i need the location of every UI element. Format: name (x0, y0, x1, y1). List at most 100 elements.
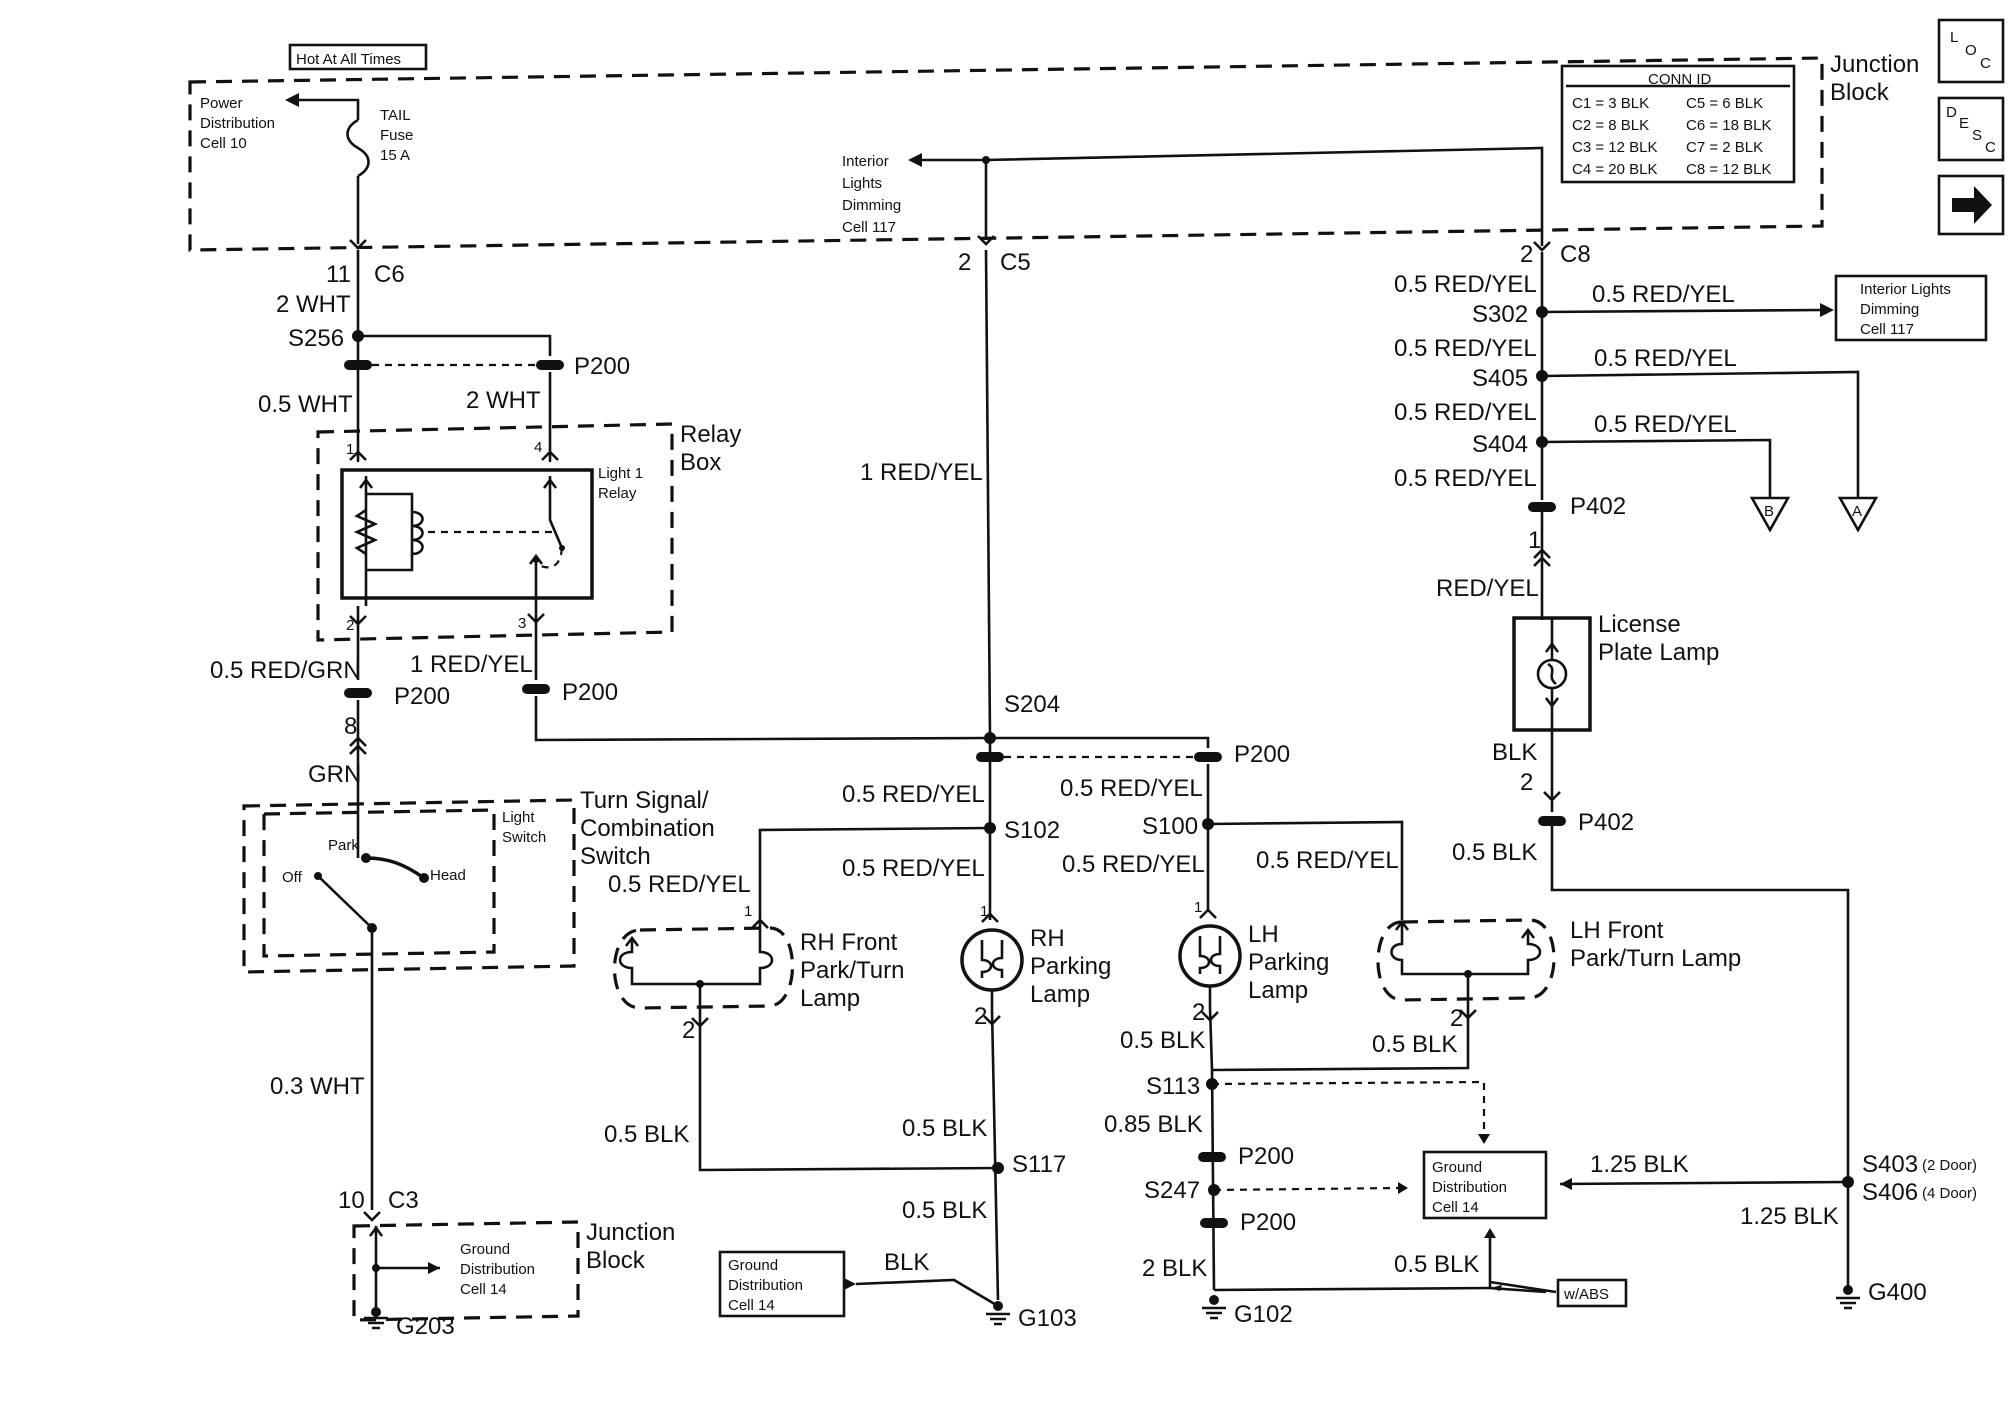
offpage-connector-b[interactable]: B (1749, 496, 1791, 533)
loc-button[interactable]: L O C (1937, 18, 2005, 84)
conn-id-table: CONN ID C1 = 3 BLK C5 = 6 BLK C2 = 8 BLK… (1560, 64, 1796, 184)
splice-label: S256 (288, 325, 344, 352)
interior-dimming-ref-left[interactable]: Interior Lights Dimming Cell 117 (842, 153, 922, 236)
connector-p402 (1528, 502, 1556, 512)
wire-label: 2 WHT (466, 387, 541, 414)
pin-label: 2 (346, 617, 354, 634)
svg-text:Head: Head (430, 867, 466, 884)
wire-label: 0.85 BLK (1104, 1111, 1203, 1138)
svg-text:Interior Lights: Interior Lights (1860, 281, 1951, 298)
svg-text:RH: RH (1030, 925, 1065, 952)
connector-label: P200 (1234, 741, 1290, 768)
svg-text:Park/Turn: Park/Turn (800, 957, 904, 984)
wire-label: 0.5 RED/YEL (1394, 271, 1537, 298)
svg-text:Distribution: Distribution (1432, 1179, 1507, 1196)
svg-text:Lights: Lights (842, 175, 882, 192)
svg-text:License: License (1598, 611, 1681, 638)
wire-label: 0.5 RED/YEL (1062, 851, 1205, 878)
svg-text:C6 = 18 BLK: C6 = 18 BLK (1686, 117, 1771, 134)
svg-text:Cell 14: Cell 14 (728, 1297, 775, 1314)
wire-label: 0.5 RED/YEL (842, 781, 985, 808)
splice-label: S404 (1472, 431, 1528, 458)
offpage-connector-a[interactable]: A (1837, 496, 1879, 533)
turn-switch-label: Switch (580, 843, 651, 870)
wire-label: 0.5 RED/YEL (1256, 847, 1399, 874)
svg-text:C2 = 8 BLK: C2 = 8 BLK (1572, 117, 1649, 134)
splice-label: S100 (1142, 813, 1198, 840)
ground-g102 (1202, 1295, 1226, 1320)
desc-letter: D (1946, 104, 1957, 121)
ground-distribution-ref-center[interactable]: Ground Distribution Cell 14 (1422, 1150, 1548, 1220)
svg-text:C1 = 3 BLK: C1 = 3 BLK (1572, 95, 1649, 112)
svg-text:Lamp: Lamp (1030, 981, 1090, 1008)
svg-text:Lamp: Lamp (800, 985, 860, 1012)
pin-label: 4 (534, 439, 542, 456)
svg-text:Off: Off (282, 869, 303, 886)
turn-switch-label: Turn Signal/ (580, 787, 709, 814)
connector-p200 (344, 688, 372, 698)
svg-text:Distribution: Distribution (460, 1261, 535, 1278)
power-distribution-ref[interactable]: Power Distribution Cell 10 (200, 93, 300, 152)
desc-button[interactable]: D E S C (1937, 96, 2005, 162)
svg-text:CONN ID: CONN ID (1648, 71, 1712, 88)
svg-text:A: A (1852, 503, 1862, 520)
light-switch-outline (262, 808, 496, 958)
svg-text:Parking: Parking (1030, 953, 1111, 980)
wire-label: 0.5 RED/YEL (842, 855, 985, 882)
svg-text:Ground: Ground (460, 1241, 510, 1258)
relay-box-outline (316, 422, 674, 642)
svg-text:Park/Turn Lamp: Park/Turn Lamp (1570, 945, 1741, 972)
svg-text:w/ABS: w/ABS (1563, 1286, 1609, 1303)
wire-label: 0.5 BLK (902, 1197, 987, 1224)
svg-text:Plate Lamp: Plate Lamp (1598, 639, 1719, 666)
wire-label: 0.5 RED/GRN (210, 657, 361, 684)
c6-label: C6 (374, 261, 405, 288)
connector-label: P200 (394, 683, 450, 710)
svg-text:Cell 14: Cell 14 (1432, 1199, 1479, 1216)
connector-label: P200 (562, 679, 618, 706)
splice-s403-s406 (1842, 1176, 1854, 1188)
wire-label: RED/YEL (1436, 575, 1539, 602)
next-arrow-button[interactable] (1937, 174, 2005, 236)
connector-p200 (1194, 752, 1222, 762)
tail-fuse (346, 118, 370, 178)
with-abs-note: w/ABS (1556, 1278, 1628, 1308)
ground-g203 (364, 1307, 388, 1330)
pin-label: 2 (1192, 999, 1205, 1026)
junction-block-bottom-outline (352, 1220, 580, 1322)
light-switch-contacts: Park Off Head (282, 800, 466, 933)
wire-label: 0.5 BLK (604, 1121, 689, 1148)
loc-letter: L (1950, 29, 1958, 46)
wire-label: 0.5 BLK (1372, 1031, 1457, 1058)
svg-text:C7 = 2 BLK: C7 = 2 BLK (1686, 139, 1763, 156)
svg-text:Cell 117: Cell 117 (1860, 321, 1914, 338)
wire-label: 0.5 RED/YEL (1060, 775, 1203, 802)
junction-block-top-outline (188, 56, 1824, 252)
ground-distribution-ref-g103[interactable]: Ground Distribution Cell 14 (718, 1250, 846, 1318)
relay-box-label: Relay (680, 421, 741, 448)
svg-text:Parking: Parking (1248, 949, 1329, 976)
splice-label: S102 (1004, 817, 1060, 844)
wire-label: 0.5 BLK (1452, 839, 1537, 866)
splice-label: S204 (1004, 691, 1060, 718)
junction-block-top-label: Block (1830, 79, 1890, 106)
c8-label: C8 (1560, 241, 1591, 268)
wire-label: 0.5 RED/YEL (1594, 345, 1737, 372)
ground-distribution-ref-c3[interactable]: Ground Distribution Cell 14 (460, 1241, 535, 1298)
junction-block-bottom-label: Block (586, 1247, 646, 1274)
pin-label: 8 (344, 713, 357, 740)
svg-text:Cell 14: Cell 14 (460, 1281, 507, 1298)
pin-label: 2 (1520, 769, 1533, 796)
svg-text:1: 1 (980, 903, 988, 920)
right-arrow-icon (1952, 186, 1992, 224)
wire-label: 0.3 WHT (270, 1073, 365, 1100)
desc-letter: E (1959, 115, 1969, 132)
tail-fuse-label: 15 A (380, 147, 410, 164)
ground-label: G400 (1868, 1279, 1927, 1306)
wire-label: 0.5 RED/YEL (1394, 399, 1537, 426)
svg-text:Light 1: Light 1 (598, 465, 643, 482)
light-switch-label: Light (502, 809, 535, 826)
interior-dimming-ref-right[interactable]: Interior Lights Dimming Cell 117 (1834, 274, 1988, 342)
svg-text:LH: LH (1248, 921, 1279, 948)
wire-label: 2 WHT (276, 291, 351, 318)
